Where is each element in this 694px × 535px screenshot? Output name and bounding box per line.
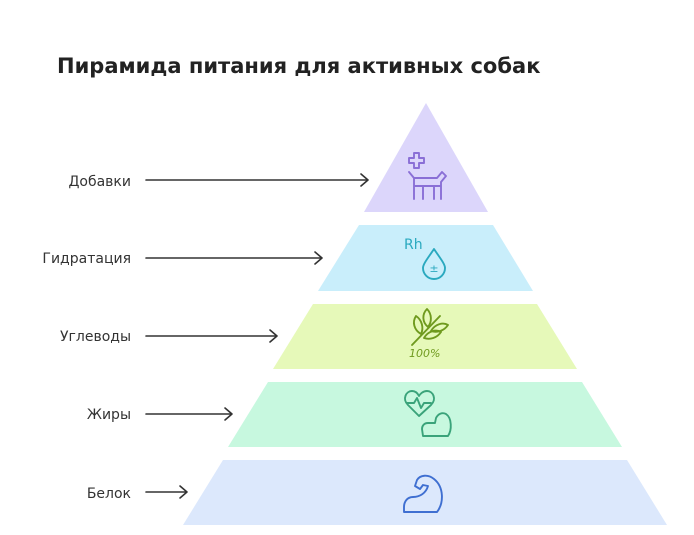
tier-fats-label: Жиры: [87, 407, 131, 423]
tier-protein: Белок: [87, 460, 667, 525]
medical-cross-dog-icon: [408, 152, 447, 200]
rh-text-icon: Rh: [404, 237, 423, 253]
water-drop-icon: [422, 248, 446, 280]
tier-hydration-label: Гидратация: [42, 251, 131, 267]
wheat-leaf-icon: [411, 308, 449, 346]
tier-hydration-shape: [318, 225, 533, 291]
tier-hydration: Гидратация Rh ±: [42, 225, 533, 291]
diagram-title: Пирамида питания для активных собак: [57, 54, 540, 78]
tier-carbohydrates: Углеводы 100%: [60, 304, 577, 369]
tier-fats-arrow: [145, 407, 233, 421]
tier-fats: Жиры: [87, 382, 622, 447]
tier-supplements-shape: [364, 103, 488, 212]
tier-fats-shape: [228, 382, 622, 447]
tier-protein-label: Белок: [87, 486, 131, 502]
tier-carbohydrates-label: Углеводы: [60, 329, 131, 345]
flexed-arm-icon: [403, 474, 443, 513]
percent-text-icon: 100%: [409, 347, 440, 360]
tier-protein-arrow: [145, 485, 188, 499]
tier-supplements-arrow: [145, 173, 369, 187]
plus-minus-icon: ±: [429, 262, 438, 275]
tier-hydration-arrow: [145, 251, 323, 265]
tier-supplements: Добавки: [68, 103, 488, 212]
heart-muscle-icon: [404, 390, 452, 437]
tier-supplements-label: Добавки: [68, 174, 131, 190]
tier-carbohydrates-arrow: [145, 329, 278, 343]
